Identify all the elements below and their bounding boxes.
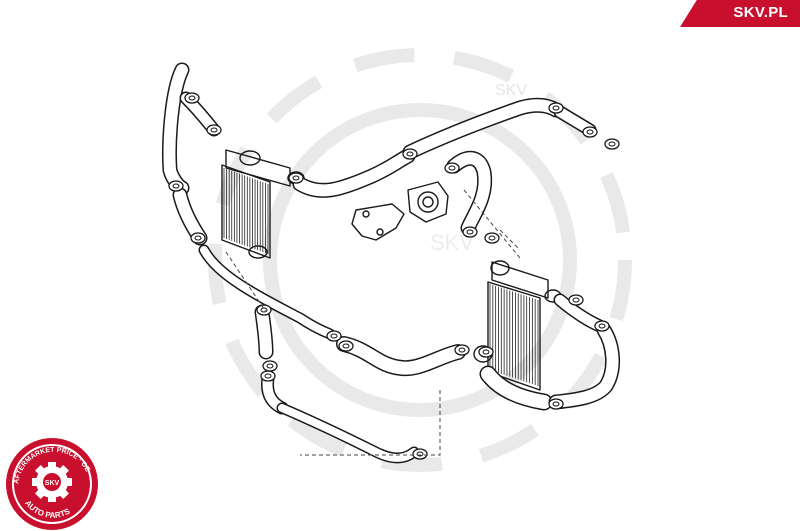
hose-clamp [412, 448, 428, 460]
seal-center: SKV [45, 480, 60, 487]
hose-clamp [206, 124, 222, 136]
quality-seal: AFTERMARKET PRICE · OE QUALITY SKV AUTO … [2, 432, 98, 530]
hose-clamp [184, 92, 200, 104]
hose-left-short [254, 304, 274, 360]
hose-clamp [548, 102, 564, 114]
brand-site-label: SKV.PL [733, 4, 788, 21]
hose-clamp [444, 162, 460, 174]
hose-clamp [326, 330, 342, 342]
hose-clamp [256, 304, 272, 316]
hose-clamp [478, 346, 494, 358]
hose-top-right [553, 105, 597, 137]
assembly-guides [225, 189, 521, 456]
hose-right-outlet [479, 365, 553, 411]
hose-clamp [548, 398, 564, 410]
hose-clamp [260, 370, 276, 382]
hose-clamp [454, 344, 470, 356]
intercooler-right [473, 260, 562, 391]
hose-center-upper [292, 148, 416, 198]
hose-center-right [446, 150, 493, 236]
hose-clamp [262, 360, 278, 372]
hose-network [162, 62, 620, 464]
watermark-text: SKV [495, 82, 527, 99]
pipe-bottom-long [276, 402, 420, 464]
hose-clamp [190, 232, 206, 244]
throttle-body [351, 181, 449, 241]
hose-clamp [338, 340, 354, 352]
pipe-left-long [198, 244, 336, 340]
intercooler-left [221, 149, 305, 259]
hose-clamp [604, 138, 620, 150]
hose-clamp [462, 226, 478, 238]
hose-clamp [168, 180, 184, 192]
hose-left-lower [172, 187, 208, 246]
hose-clamp [594, 320, 610, 332]
hose-clamps [168, 92, 620, 460]
highlighted-hose [336, 336, 466, 377]
hose-right-loop [548, 322, 620, 410]
hose-clamp [402, 148, 418, 160]
hose-clamp [288, 172, 304, 184]
hose-left-upper [162, 62, 190, 196]
hose-clamp [582, 126, 598, 138]
brand-tag[interactable]: SKV.PL [680, 0, 800, 27]
pipe-top-long [402, 97, 564, 160]
hose-clamp [484, 232, 500, 244]
hose-clamp [568, 294, 584, 306]
brand-background [680, 0, 800, 27]
